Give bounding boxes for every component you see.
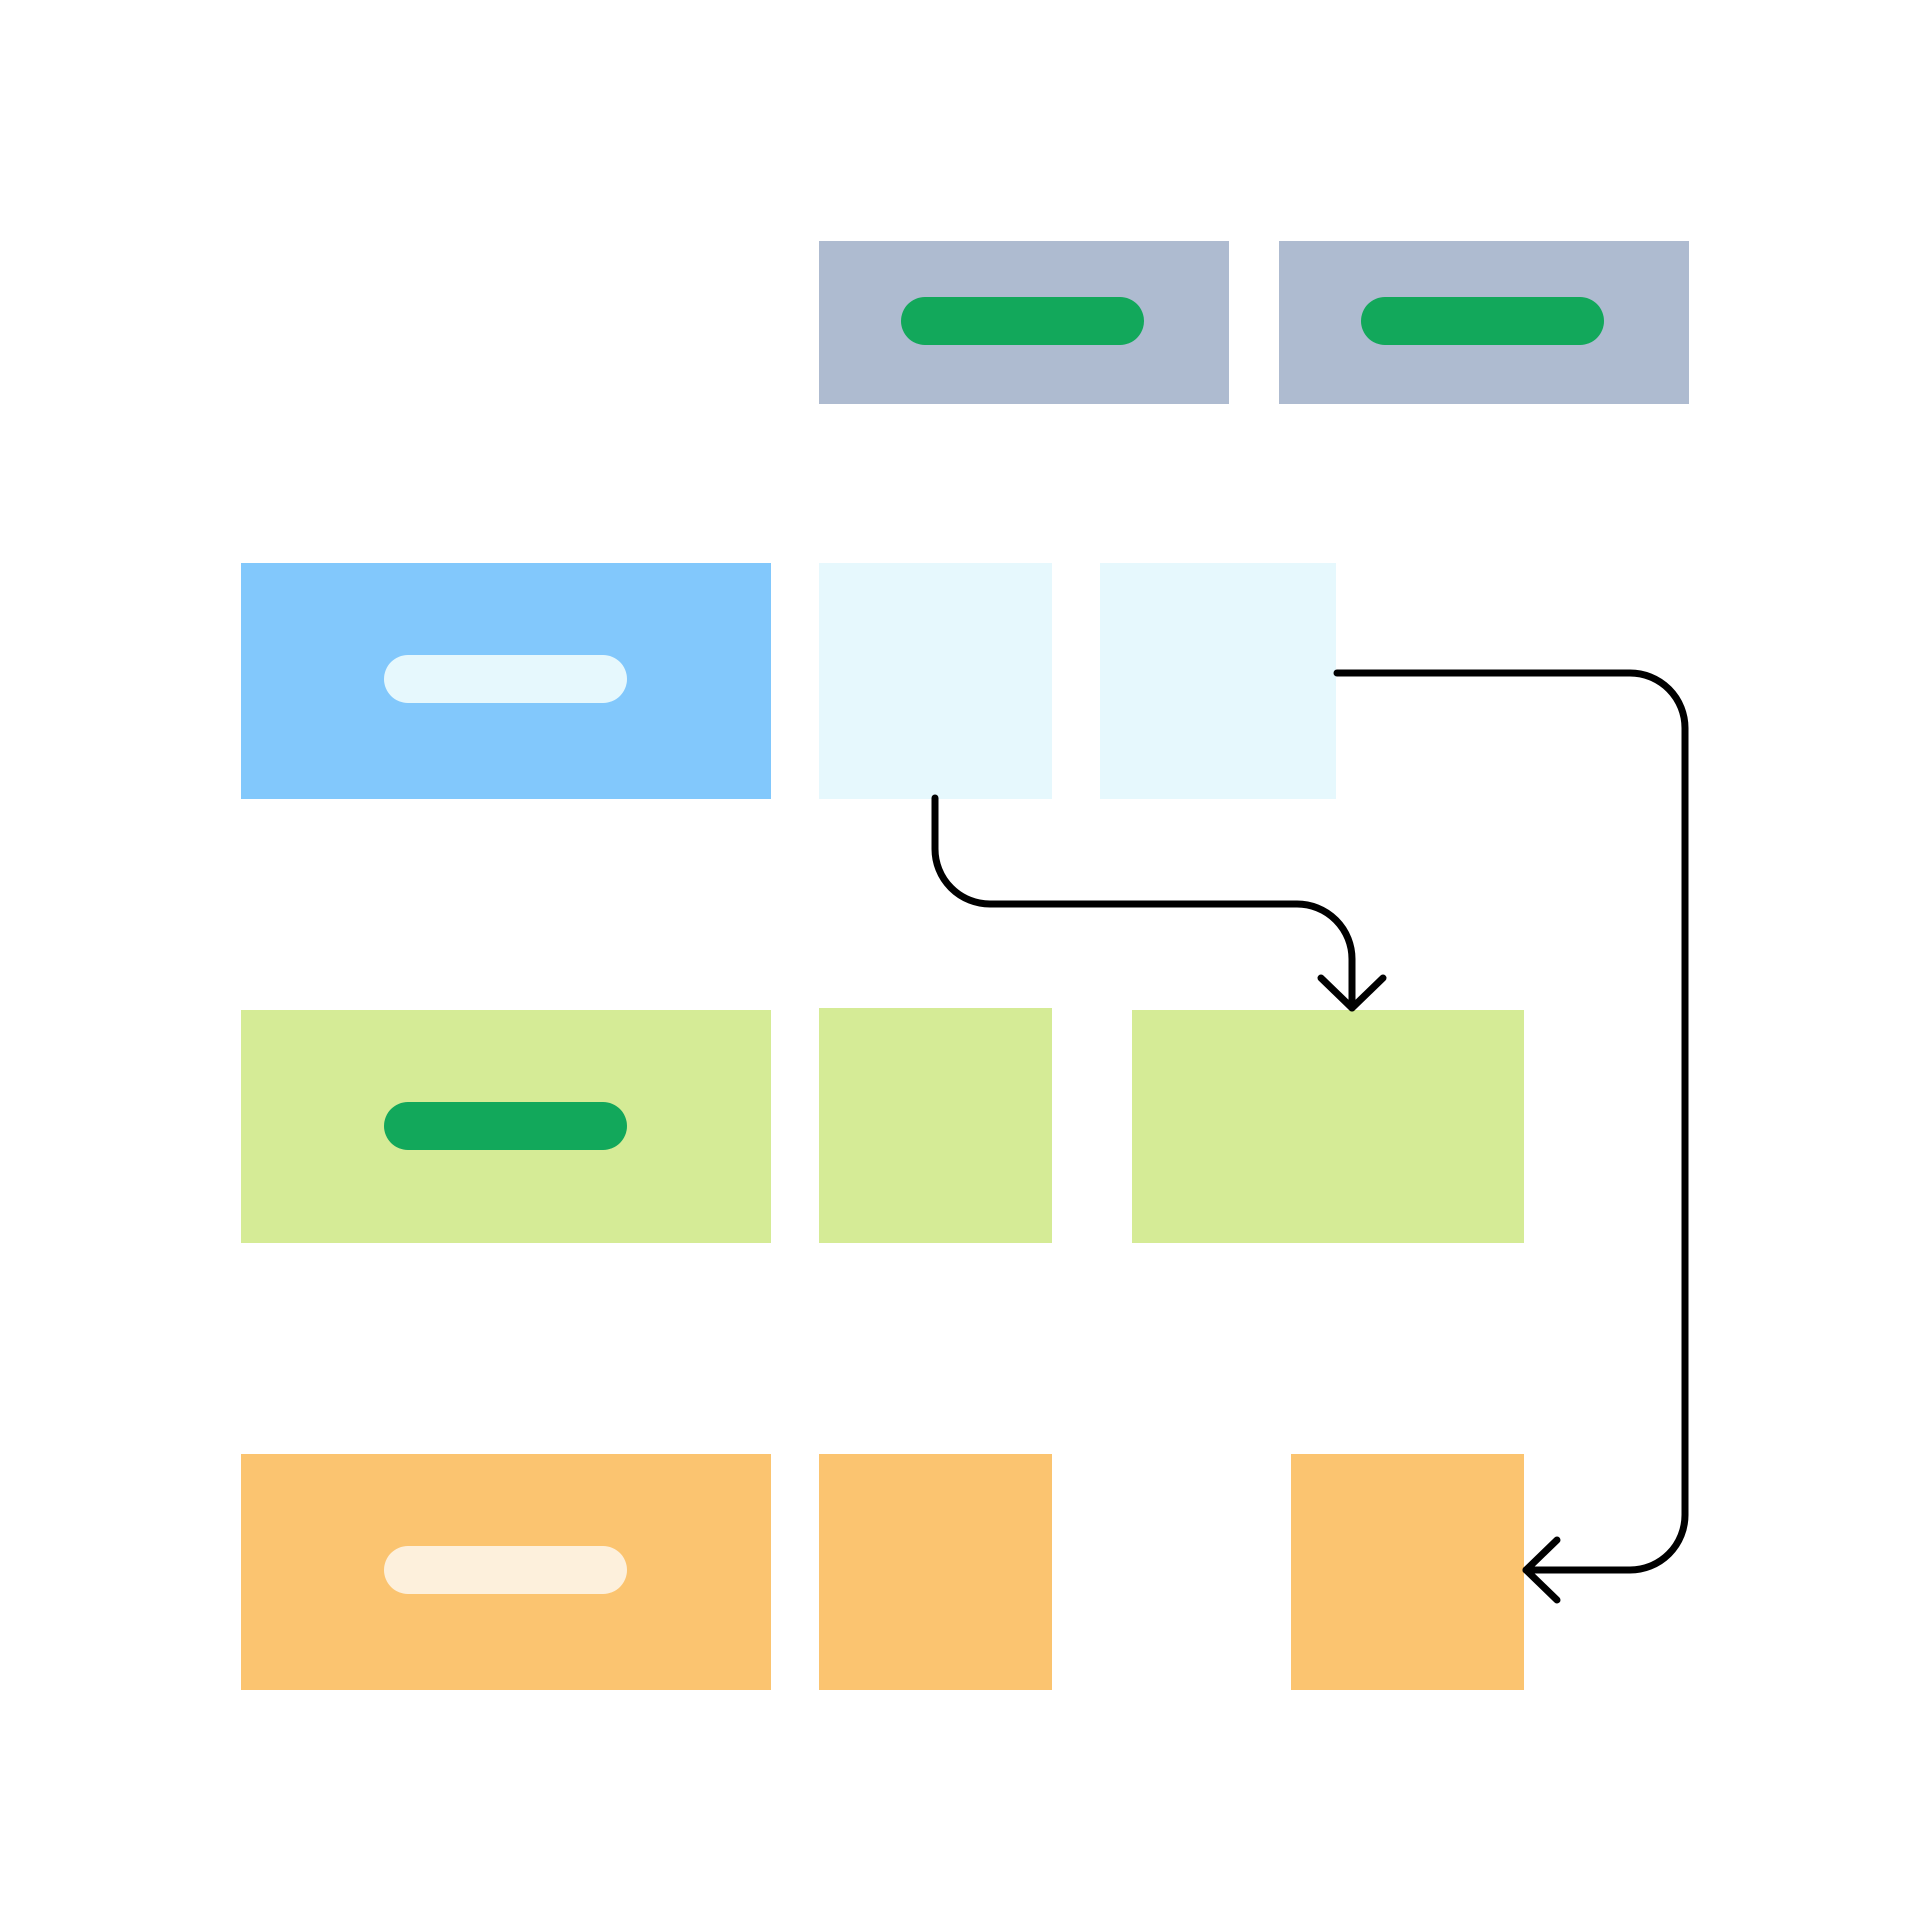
row2-cell-1 — [819, 1008, 1052, 1243]
header-pill-1 — [901, 297, 1144, 345]
row3-cell-1 — [819, 1454, 1052, 1690]
row1-pill — [384, 655, 627, 703]
arrow-left-icon — [1522, 1536, 1561, 1604]
connector-row1-cell1-to-row2-cell2 — [931, 794, 1387, 1012]
header-pill-2 — [1361, 297, 1604, 345]
row3-cell-2 — [1291, 1454, 1524, 1690]
row2-cell-2 — [1132, 1010, 1524, 1243]
row1-main-block — [241, 563, 771, 799]
header-block-2 — [1279, 241, 1689, 404]
row2-pill — [384, 1102, 627, 1150]
row1-cell-1 — [819, 563, 1052, 799]
arrow-down-icon — [1317, 974, 1387, 1012]
row3-pill — [384, 1546, 627, 1594]
row1-cell-2 — [1100, 563, 1336, 799]
header-block-1 — [819, 241, 1229, 404]
row2-main-block — [241, 1010, 771, 1243]
connector-row1-cell2-to-row3-cell2 — [1333, 669, 1689, 1604]
row3-main-block — [241, 1454, 771, 1690]
